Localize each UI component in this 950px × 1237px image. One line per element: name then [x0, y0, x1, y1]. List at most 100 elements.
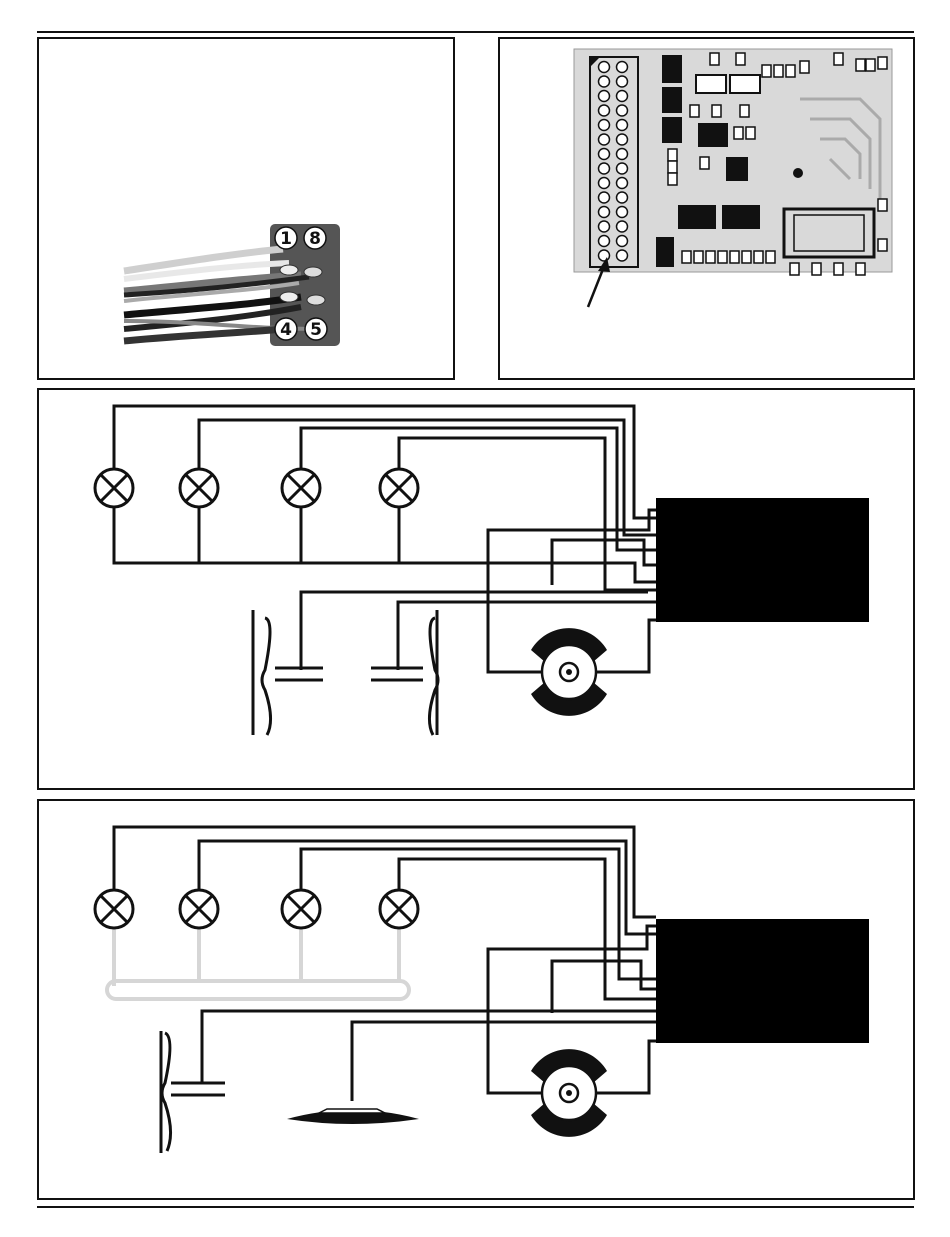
pin-pad: [617, 178, 628, 189]
wire-lamp-4: [399, 859, 656, 999]
smd-component: [878, 199, 887, 211]
smd-component: [668, 161, 677, 173]
pin-label-5: 5: [310, 320, 322, 340]
lamp-common-drops: [199, 507, 399, 563]
pin-pad: [617, 250, 628, 261]
wire-lamp-2: [199, 841, 656, 934]
smd-component: [834, 53, 843, 65]
pin-pad: [599, 62, 610, 73]
pin-pad: [599, 236, 610, 247]
pin-pad: [599, 105, 610, 116]
motor-wire-a: [488, 510, 656, 642]
motor-wire-a-to-motor: [488, 1083, 544, 1093]
chip: [662, 55, 682, 83]
lamp-icon: [380, 469, 418, 507]
smd-component: [754, 251, 763, 263]
decoder-block: [656, 919, 869, 1043]
lamp-icon: [380, 890, 418, 928]
wire-lamp-3: [301, 428, 656, 550]
wire-9: [124, 329, 283, 341]
smd-component: [740, 105, 749, 117]
smd-component: [690, 105, 699, 117]
piezo-wire: [352, 1022, 656, 1101]
via: [793, 168, 803, 178]
pin-pad: [617, 207, 628, 218]
smd-component: [730, 251, 739, 263]
pin-pad: [617, 192, 628, 203]
top-rule: [37, 31, 914, 33]
solder-joint: [280, 265, 298, 275]
pin-pad: [599, 178, 610, 189]
smd-component: [736, 53, 745, 65]
pin-pad: [599, 192, 610, 203]
pin-pad: [599, 134, 610, 145]
lamp-icon: [282, 469, 320, 507]
pin-pad: [599, 149, 610, 160]
smd-component: [682, 251, 691, 263]
pin-pad: [617, 236, 628, 247]
smd-component: [668, 173, 677, 185]
pin-pad: [617, 91, 628, 102]
smd-component: [774, 65, 783, 77]
smd-component: [746, 127, 755, 139]
pin-label-4: 4: [280, 320, 292, 340]
pin-pad: [617, 105, 628, 116]
lamp-icon: [95, 890, 133, 928]
bottom-rule: [37, 1206, 914, 1208]
speaker-left-icon: [253, 610, 323, 735]
pin-label-1: 1: [280, 229, 292, 249]
speaker-icon: [161, 1031, 225, 1153]
pin-pad: [617, 120, 628, 131]
pin-pad: [599, 221, 610, 232]
smd-component: [706, 251, 715, 263]
smd-component: [712, 105, 721, 117]
pin-pad: [617, 163, 628, 174]
smd-component: [786, 65, 795, 77]
pin-pad: [599, 163, 610, 174]
smd-component: [856, 263, 865, 275]
solder-joint: [304, 267, 322, 277]
smd-component: [742, 251, 751, 263]
piezo-buzzer-icon: [287, 1109, 419, 1124]
wiring-diagram-panel-2: [37, 799, 915, 1200]
solder-joint: [280, 292, 298, 302]
chip: [678, 205, 716, 229]
wiring-diagram-2: [39, 801, 917, 1202]
smd-component: [694, 251, 703, 263]
pin-pad: [617, 62, 628, 73]
wiring-diagram-panel-1: [37, 388, 915, 790]
smd-component: [710, 53, 719, 65]
motor-icon: [531, 628, 607, 716]
pin-pad: [599, 76, 610, 87]
connector-photo-panel: 1 8 4 5: [37, 37, 455, 380]
pcb-photo: [500, 39, 917, 382]
chip: [662, 117, 682, 143]
lamp-icon: [180, 469, 218, 507]
pin-pad: [617, 76, 628, 87]
speaker-right-icon: [371, 610, 438, 735]
smd-component: [878, 239, 887, 251]
chip: [726, 157, 748, 181]
lamps: [95, 890, 418, 928]
smd-component: [878, 57, 887, 69]
smd-component: [790, 263, 799, 275]
smd-component: [718, 251, 727, 263]
pin-pad: [617, 149, 628, 160]
wiring-diagram-1: [39, 390, 917, 792]
capacitor: [656, 237, 674, 267]
smd-component: [856, 59, 865, 71]
smd-component: [766, 251, 775, 263]
pin-label-8: 8: [309, 229, 321, 249]
pin-pad: [617, 134, 628, 145]
lamp-icon: [282, 890, 320, 928]
chip: [662, 87, 682, 113]
motor-icon: [531, 1049, 607, 1137]
decoder-block: [656, 498, 869, 622]
pin-pad: [599, 250, 610, 261]
lamps: [95, 469, 418, 507]
smd-component: [762, 65, 771, 77]
smd-component: [668, 149, 677, 161]
lamp-icon: [95, 469, 133, 507]
smd-component: [812, 263, 821, 275]
faded-lamp-common: [107, 929, 409, 999]
